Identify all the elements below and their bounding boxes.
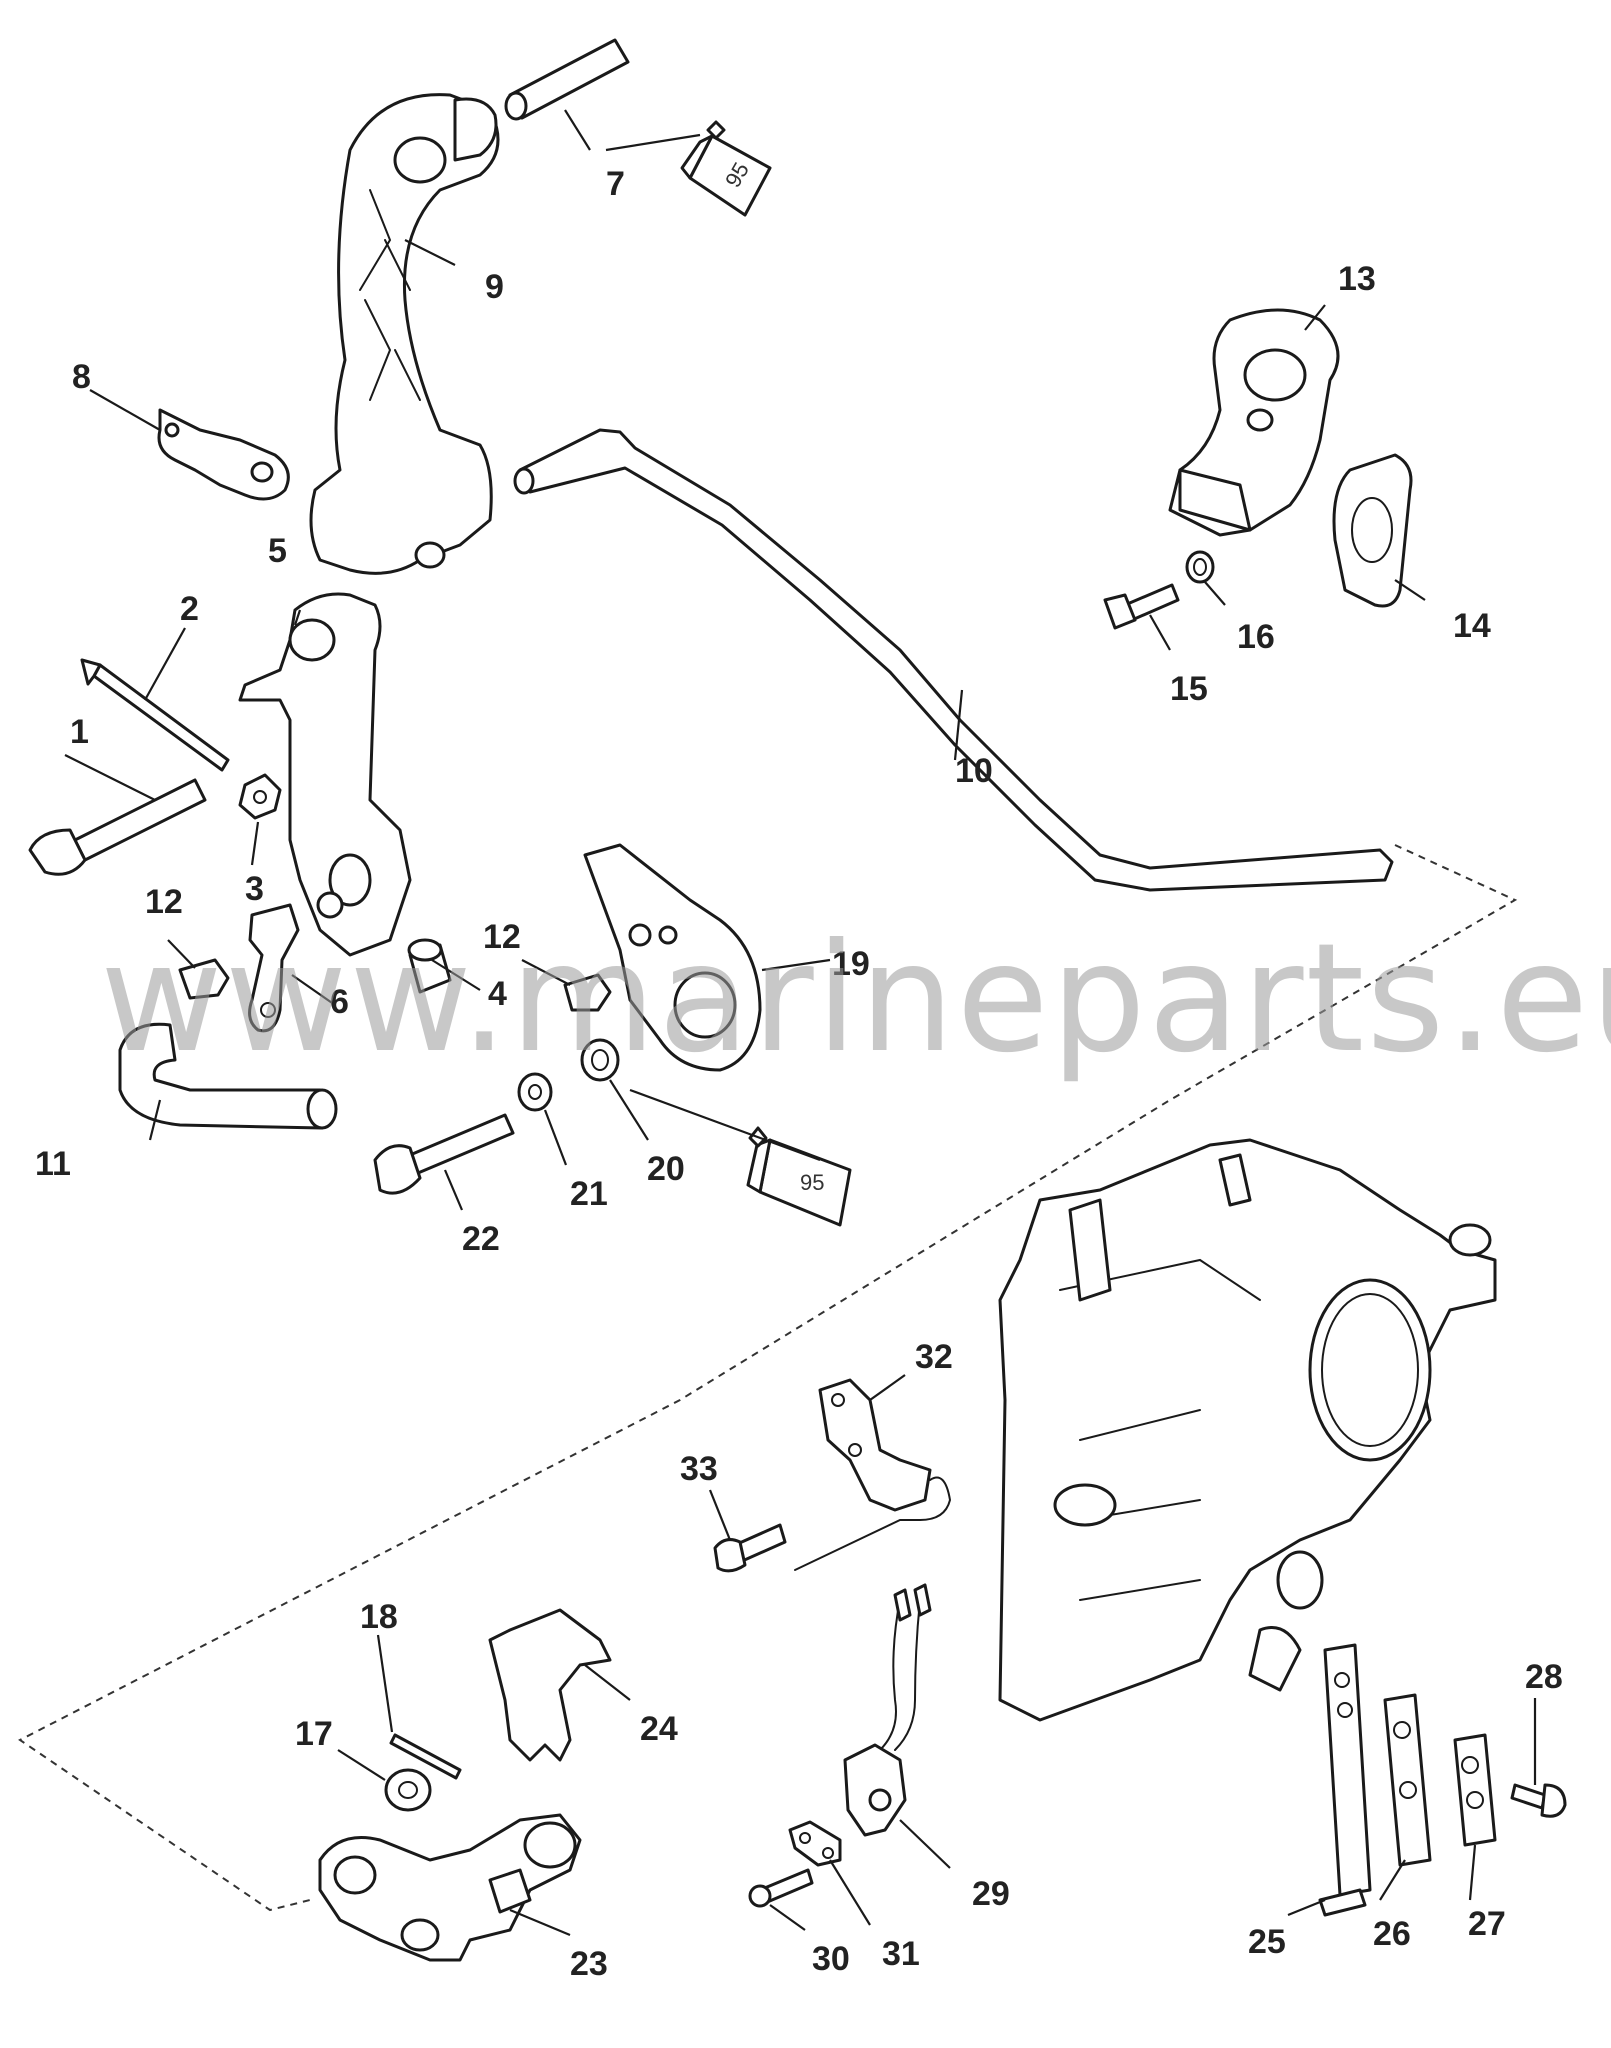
callout-3: 3: [245, 870, 264, 908]
callout-10: 10: [955, 752, 993, 790]
part-16-washer: [1185, 550, 1215, 584]
part-12-clip-left: [178, 958, 230, 1000]
housing-assembly: [998, 1138, 1497, 1722]
callout-7: 7: [606, 165, 625, 203]
callout-5: 5: [268, 532, 287, 570]
callout-27: 27: [1468, 1905, 1506, 1943]
callout-15: 15: [1170, 670, 1208, 708]
callout-22: 22: [462, 1220, 500, 1258]
sealant-tube-middle: 95: [746, 1126, 852, 1227]
leader-lines: [64, 109, 1537, 1937]
callout-2: 2: [180, 590, 199, 628]
callout-12b: 12: [483, 918, 521, 956]
part-32-bracket: [794, 1378, 952, 1571]
callout-6: 6: [330, 983, 349, 1021]
part-20-spacer: [580, 1038, 620, 1082]
callout-32: 32: [915, 1338, 953, 1376]
part-2-long-bolt: [80, 658, 230, 772]
part-7-pin: [504, 38, 630, 121]
part-11-hose: [118, 1022, 338, 1130]
callout-26: 26: [1373, 1915, 1411, 1953]
callout-17: 17: [295, 1715, 333, 1753]
part-19-cam-plate: [583, 843, 762, 1072]
callout-labels: 1 2 3 4 5 6 7 8 9 10 11 12 12 13 14 15 1…: [35, 165, 1563, 1983]
callout-18: 18: [360, 1598, 398, 1636]
part-28-screw: [1510, 1783, 1567, 1818]
part-5-lever: [238, 592, 412, 957]
part-8-bracket: [157, 408, 290, 501]
part-25-plate: [1318, 1643, 1372, 1917]
callout-31: 31: [882, 1935, 920, 1973]
part-18-cotter-pin: [389, 1733, 462, 1780]
sealant-tube-top: 95: [680, 120, 772, 217]
callout-20: 20: [647, 1150, 685, 1188]
callout-21: 21: [570, 1175, 608, 1213]
part-31-plate: [788, 1820, 842, 1867]
part-26-plate: [1383, 1693, 1432, 1867]
part-22-bolt: [373, 1113, 515, 1195]
part-30-screw: [748, 1868, 814, 1908]
part-29-sensor: [843, 1583, 932, 1837]
callout-28: 28: [1525, 1658, 1563, 1696]
callout-1: 1: [70, 713, 89, 751]
callout-11: 11: [35, 1145, 71, 1183]
callout-19: 19: [832, 945, 870, 983]
part-10-shift-rod: [513, 428, 1394, 892]
part-12-clip-center: [563, 973, 612, 1012]
callout-30: 30: [812, 1940, 850, 1978]
part-3-nut: [238, 773, 282, 820]
part-9-shift-lever: [309, 93, 500, 575]
callout-33: 33: [680, 1450, 718, 1488]
part-1-bolt: [28, 778, 207, 876]
watermark-text: www.marineparts.eu: [100, 912, 1611, 1086]
part-21-washer: [517, 1072, 553, 1112]
callout-9: 9: [485, 268, 504, 306]
callout-13: 13: [1338, 260, 1376, 298]
part-14-gasket: [1332, 453, 1413, 608]
part-27-plate: [1453, 1733, 1497, 1847]
part-15-bolt: [1103, 583, 1180, 630]
part-4-bushing: [407, 938, 452, 994]
callout-16: 16: [1237, 618, 1275, 656]
callout-8: 8: [72, 358, 91, 396]
callout-14: 14: [1453, 607, 1491, 645]
sealant-tube-middle-label: 95: [800, 1170, 824, 1195]
part-33-bolt: [713, 1523, 787, 1573]
part-24-clip: [488, 1608, 612, 1762]
assembly-group-outline: [18, 844, 1518, 1912]
callout-25: 25: [1248, 1923, 1286, 1961]
callout-23: 23: [570, 1945, 608, 1983]
callout-4: 4: [488, 975, 507, 1013]
part-17-washer: [384, 1768, 432, 1812]
part-23-linkage: [318, 1813, 582, 1962]
callout-24: 24: [640, 1710, 678, 1748]
callout-29: 29: [972, 1875, 1010, 1913]
part-13-clamp-bracket: [1168, 308, 1340, 537]
part-6-link: [248, 903, 300, 1033]
callout-12a: 12: [145, 883, 183, 921]
